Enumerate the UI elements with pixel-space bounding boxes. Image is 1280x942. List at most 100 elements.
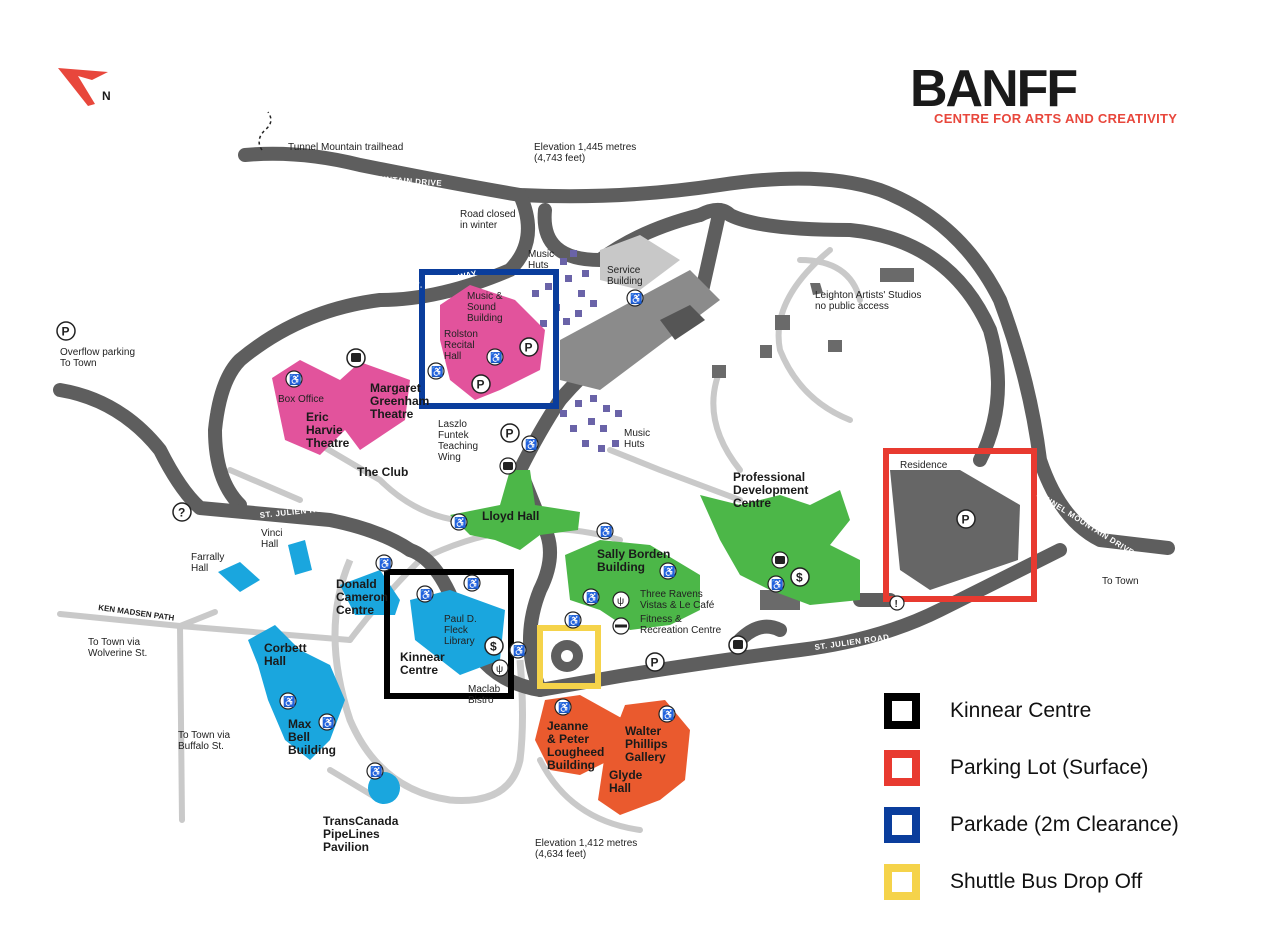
label-road-closed-winter: in winter bbox=[460, 220, 498, 231]
svg-text:ψ: ψ bbox=[617, 596, 624, 607]
label-laszlo: Laszlo bbox=[438, 419, 467, 430]
svg-text:P: P bbox=[651, 656, 659, 670]
orange-buildings bbox=[535, 695, 690, 815]
accessible-icon: ♿ bbox=[375, 554, 393, 572]
map-icons: P P P P P P ♿ ♿ ♿ ♿ ♿ ♿ ♿ ♿ ♿ ♿ ♿ ♿ ♿ ♿ … bbox=[56, 289, 976, 780]
label-elevation-top: Elevation 1,445 metres bbox=[534, 142, 636, 153]
bus-icon bbox=[346, 348, 366, 368]
accessible-icon: ♿ bbox=[659, 562, 677, 580]
label-walter-phillips-2: Phillips bbox=[625, 737, 668, 751]
label-transcanada-2: PipeLines bbox=[323, 827, 380, 841]
accessible-icon: ♿ bbox=[450, 513, 468, 531]
label-max-bell: Max bbox=[288, 717, 312, 731]
dollar-icon: $ bbox=[790, 567, 810, 587]
label-leighton-no-access: no public access bbox=[815, 301, 889, 312]
label-music-huts-mid-2: Huts bbox=[624, 439, 645, 450]
label-to-town-buffalo-2: Buffalo St. bbox=[178, 741, 224, 752]
label-eric-harvie-2: Harvie bbox=[306, 423, 343, 437]
label-music-huts-top-2: Huts bbox=[528, 260, 549, 271]
tunnel-trail-icon bbox=[258, 111, 272, 151]
label-pdc: Professional bbox=[733, 470, 805, 484]
svg-text:♿: ♿ bbox=[467, 577, 479, 590]
label-donald-cameron: Donald bbox=[336, 577, 377, 591]
label-jeanne-peter-2: & Peter bbox=[547, 732, 589, 746]
label-rolston-3: Hall bbox=[444, 351, 461, 362]
label-transcanada-3: Pavilion bbox=[323, 840, 369, 854]
svg-text:$: $ bbox=[490, 640, 497, 654]
label-maclab: Maclab bbox=[468, 684, 501, 695]
legend-label: Kinnear Centre bbox=[950, 699, 1092, 722]
label-sally-borden-2: Building bbox=[597, 560, 645, 574]
label-jeanne-peter-4: Building bbox=[547, 758, 595, 772]
accessible-icon: ♿ bbox=[658, 705, 676, 723]
label-overflow-to-town: To Town bbox=[60, 358, 97, 369]
parking-icon: P bbox=[519, 337, 539, 357]
dining-icon: ψ bbox=[612, 591, 630, 609]
label-elevation-bottom: Elevation 1,412 metres bbox=[535, 838, 637, 849]
legend-item-kinnear: Kinnear Centre bbox=[884, 688, 1091, 734]
accessible-icon: ♿ bbox=[318, 713, 336, 731]
svg-text:P: P bbox=[525, 341, 533, 355]
svg-text:♿: ♿ bbox=[600, 525, 612, 538]
label-library-2: Fleck bbox=[444, 625, 469, 636]
svg-text:♿: ♿ bbox=[630, 292, 642, 305]
dining-icon: ψ bbox=[491, 659, 509, 677]
svg-text:♿: ♿ bbox=[283, 695, 295, 708]
label-service-building-2: Building bbox=[607, 276, 643, 287]
label-corbett-hall-2: Hall bbox=[264, 654, 286, 668]
label-rolston-2: Recital bbox=[444, 340, 475, 351]
legend-swatch-red bbox=[884, 750, 920, 786]
legend-item-shuttle: Shuttle Bus Drop Off bbox=[884, 859, 1142, 905]
label-jeanne-peter: Jeanne bbox=[547, 719, 589, 733]
label-music-sound: Music & bbox=[467, 291, 503, 302]
svg-text:♿: ♿ bbox=[558, 701, 570, 714]
legend-label: Parkade (2m Clearance) bbox=[950, 813, 1179, 836]
label-three-ravens: Three Ravens bbox=[640, 589, 703, 600]
parkade-highlight bbox=[419, 269, 559, 409]
arts-buildings-pink bbox=[272, 285, 545, 455]
accessible-icon: ♿ bbox=[366, 762, 384, 780]
svg-text:P: P bbox=[506, 427, 514, 441]
banff-logo: BANFF CENTRE FOR ARTS AND CREATIVITY bbox=[910, 60, 1177, 126]
label-corbett-hall: Corbett bbox=[264, 641, 307, 655]
svg-text:P: P bbox=[477, 378, 485, 392]
label-eric-harvie: Eric bbox=[306, 410, 329, 424]
bus-icon bbox=[728, 635, 748, 655]
fitness-icon bbox=[612, 617, 630, 635]
svg-text:♿: ♿ bbox=[663, 565, 675, 578]
parking-icon: P bbox=[56, 321, 76, 341]
info-icon: ? bbox=[172, 502, 192, 522]
accessible-icon: ♿ bbox=[626, 289, 644, 307]
label-margaret-greenham-2: Greenham bbox=[370, 394, 429, 408]
label-walter-phillips-3: Gallery bbox=[625, 750, 666, 764]
label-three-ravens-2: Vistas & Le Café bbox=[640, 600, 715, 611]
accessible-icon: ♿ bbox=[509, 641, 527, 659]
accessible-icon: ♿ bbox=[596, 522, 614, 540]
accessible-icon: ♿ bbox=[554, 698, 572, 716]
accessible-icon: ♿ bbox=[285, 370, 303, 388]
parking-icon: P bbox=[471, 374, 491, 394]
svg-text:♿: ♿ bbox=[420, 588, 432, 601]
label-jeanne-peter-3: Lougheed bbox=[547, 745, 604, 759]
label-max-bell-3: Building bbox=[288, 743, 336, 757]
bus-icon bbox=[499, 457, 517, 475]
shuttle-highlight bbox=[537, 625, 601, 689]
svg-text:P: P bbox=[62, 325, 70, 339]
parking-icon: P bbox=[956, 509, 976, 529]
label-farrally-hall: Farrally bbox=[191, 552, 224, 563]
label-vinci-hall-2: Hall bbox=[261, 539, 278, 550]
label-donald-cameron-3: Centre bbox=[336, 603, 374, 617]
place-labels: Tunnel Mountain trailhead Elevation 1,44… bbox=[60, 142, 1139, 860]
svg-text:♿: ♿ bbox=[289, 373, 301, 386]
green-buildings bbox=[450, 470, 860, 630]
label-transcanada: TransCanada bbox=[323, 814, 399, 828]
label-leighton-studios: Leighton Artists' Studios bbox=[815, 290, 921, 301]
label-farrally-hall-2: Hall bbox=[191, 563, 208, 574]
label-music-sound-3: Building bbox=[467, 313, 503, 324]
svg-text:$: $ bbox=[796, 571, 803, 585]
label-service-building: Service bbox=[607, 265, 641, 276]
info-icon: ! bbox=[889, 595, 905, 611]
dollar-icon: $ bbox=[484, 636, 504, 656]
label-elevation-bottom-feet: (4,634 feet) bbox=[535, 849, 586, 860]
